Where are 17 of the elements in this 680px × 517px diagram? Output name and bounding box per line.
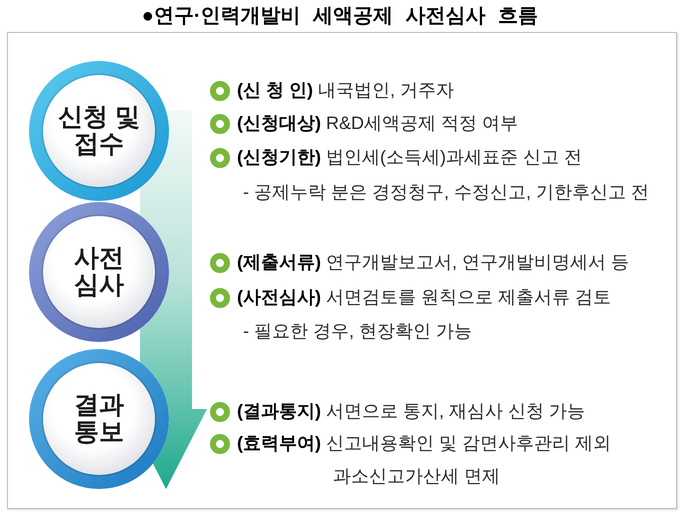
step-label: 결과 통보 [73, 392, 125, 446]
detail-note: - 공제누락 분은 경정청구, 수정신고, 기한후신고 전 [243, 181, 650, 204]
detail-text: (결과통지) 서면으로 통지, 재심사 신청 가능 [237, 400, 586, 423]
step-circle [29, 61, 169, 201]
step-circle [29, 349, 169, 489]
detail-text: (신 청 인) 내국법인, 거주자 [237, 79, 454, 102]
step-label: 사전 심사 [73, 245, 125, 299]
detail-text: (신청대상) R&D세액공제 적정 여부 [237, 112, 518, 135]
detail-note: - 필요한 경우, 현장확인 가능 [243, 320, 472, 343]
detail-text: (제출서류) 연구개발보고서, 연구개발비명세서 등 [237, 251, 630, 274]
flow-arrow [140, 110, 207, 489]
detail-text: (신청기한) 법인세(소득세)과세표준 신고 전 [237, 146, 582, 169]
detail-text: (사전심사) 서면검토를 원칙으로 제출서류 검토 [237, 286, 612, 309]
step-label: 신청 및 접수 [57, 104, 141, 158]
step-circle [29, 202, 169, 342]
detail-text: (효력부여) 신고내용확인 및 감면사후관리 제외 과소신고가산세 면제 [237, 432, 612, 488]
diagram-title: ●연구·인력개발비 세액공제 사전심사 흐름 [142, 4, 538, 29]
